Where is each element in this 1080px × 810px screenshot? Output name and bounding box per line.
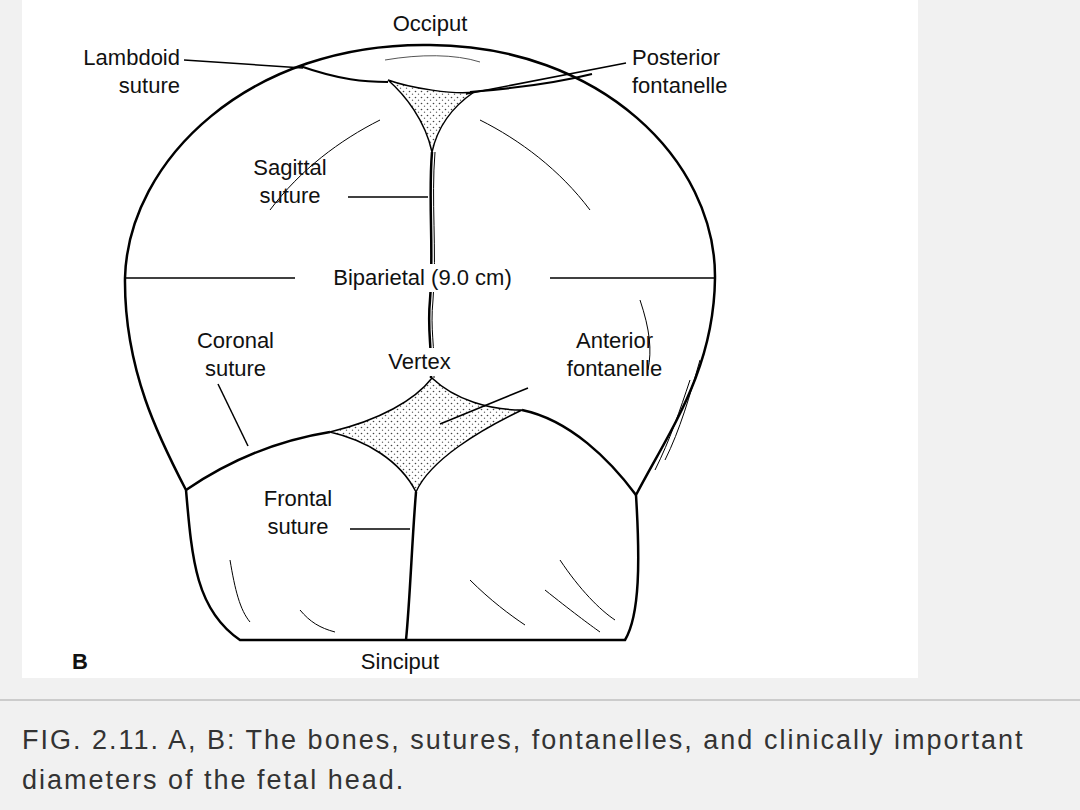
figure-caption: FIG. 2.11. A, B: The bones, sutures, fon… xyxy=(22,720,1067,800)
white-panel xyxy=(22,0,918,678)
part-label: Lambdoid suture xyxy=(35,44,180,100)
skull-outline xyxy=(125,45,715,640)
coronal-suture-right xyxy=(522,410,636,495)
occipital-line xyxy=(385,56,480,62)
part-label: Sinciput xyxy=(340,648,460,676)
part-label: Biparietal (9.0 cm) xyxy=(295,264,550,292)
leader-lines xyxy=(184,60,626,529)
panel-letter: B xyxy=(72,648,102,676)
posterior-fontanelle-shape xyxy=(388,80,474,152)
coronal-suture-left xyxy=(186,432,330,490)
lambdoid-suture-left xyxy=(300,66,388,82)
part-label: Coronal suture xyxy=(178,327,293,383)
bone-texture xyxy=(230,120,700,632)
anterior-fontanelle-shape xyxy=(330,378,522,492)
part-label: Frontal suture xyxy=(243,485,353,541)
separator-line xyxy=(0,699,1080,701)
part-label: Occiput xyxy=(380,10,480,38)
frontal-suture-line xyxy=(406,492,416,640)
part-label: Sagittal suture xyxy=(230,154,350,210)
part-label: Vertex xyxy=(372,348,467,376)
part-label: Posterior fontanelle xyxy=(632,44,782,100)
part-label: Anterior fontanelle xyxy=(532,327,697,383)
